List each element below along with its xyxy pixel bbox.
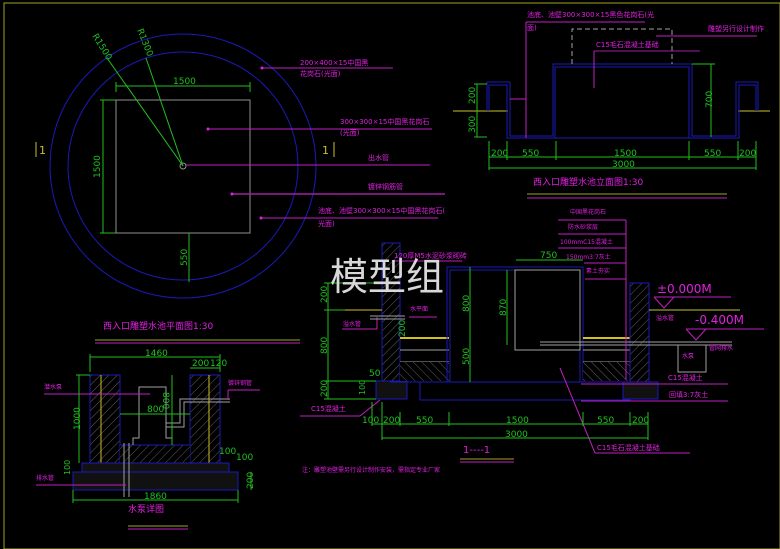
layer-callouts: 中国黑花岗石 防水砂浆层 100mmC15混凝土 150mm3:7灰土 素土夯实 [558,208,627,380]
callout-elev-base: C15毛石混凝土基础 [596,40,659,49]
sec-dim-small: 200 [398,320,408,337]
plan-view-title: 西入口雕塑水池平面图1:30 [103,320,213,332]
inner-circle [67,51,299,281]
elevation-view: 池底、池壁300×300×15黑色花岗石(光 面) 雕塑另行设计制作 C15毛石… [453,10,770,199]
callout-overflow-left: 溢水管 [343,320,361,328]
pump-dim-800h: 800 [147,405,164,415]
elev-dim-h-2: 550 [522,149,539,159]
elev-dim-h-5: 200 [739,149,756,159]
outer-circle [49,33,317,299]
elev-dim-total: 3000 [612,160,635,170]
callout-plan-1b: 花岗石(光面) [300,69,341,78]
elev-dim-h-4: 550 [704,149,721,159]
elev-dim-v-300: 300 [468,116,478,133]
layer-2: 防水砂浆层 [568,223,598,231]
callout-sculpture: 雕塑另行设计制作 [708,24,764,33]
elev-dim-v-700: 700 [705,91,715,108]
sec-dim-h-4: 1500 [506,416,529,426]
sec-dim-h-2: 200 [383,416,400,426]
callout-plan-2b: (光面) [340,128,360,137]
sump-box [677,344,707,373]
callout-plan-1a: 200×400×15中国黑 [300,58,368,67]
callout-plan-5a: 池底、池壁300×300×15中国黑花岗石( [318,206,445,215]
pump-dim-1860: 1860 [144,492,167,502]
sec-dim-v-1: 200 [320,286,330,303]
layer-4: 150mm3:7灰土 [566,253,611,261]
radius-line-outer [106,57,184,167]
layer-1: 中国黑花岗石 [570,208,606,216]
callout-drain: 排水管 [36,474,54,482]
pump-dim-1460: 1460 [145,349,168,359]
sec-dim-h-1: 100 [362,416,379,426]
dim-width: 1500 [173,77,196,87]
watermark: 模型组 [330,255,444,299]
elevation-view-title: 西入口雕塑水池立面图1:30 [533,176,643,188]
elev-dim-h-3: 1500 [614,149,637,159]
callout-elev-top-b: 面) [527,24,537,32]
callout-plan-2a: 300×300×15中国黑花岗石 [340,117,429,126]
right-wall [629,282,650,383]
callout-pipe-drain: 管网排水 [709,344,733,352]
sculpture-outline [571,28,673,64]
pump-dim-800v: 800 [160,392,170,409]
callout-lime-right: 回填3:7灰土 [669,390,708,399]
pump-dim-200: 200 [192,359,209,369]
sec-dim-v-500: 500 [462,348,472,365]
pump-dim-120: 120 [210,359,227,369]
sec-dim-v-3: 200 [320,380,330,397]
dim-offset: 550 [180,249,190,266]
pool-square [115,99,251,234]
radius-outer-label: R1500 [89,32,113,62]
sec-dim-v-2: 800 [320,337,330,354]
pump-dim-200v: 200 [246,472,256,489]
sec-dim-total: 3000 [505,430,528,440]
section-mark-right: 1 [322,144,329,157]
radius-line-inner [145,57,184,167]
elev-dim-h-1: 200 [491,149,508,159]
callout-plan-4: 镀锌钢筋管 [368,182,403,191]
callout-c15-right: C15混凝土 [668,373,703,382]
design-note: 注：雕塑池壁需另行设计制作安装，需指定专业厂家 [302,466,440,474]
outlet-pipe [179,162,187,170]
pump-dim-1000: 1000 [73,407,83,430]
layer-3: 100mmC15混凝土 [560,238,613,246]
section-view-title: 1----1 [463,445,490,456]
elevation-bottom: -0.400M [695,313,744,327]
sec-dim-100v: 100 [358,380,367,395]
dim-height: 1500 [93,155,103,178]
elevation-top: ±0.000M [657,282,712,296]
section-view: ±0.000M -0.400M 溢水管 管网排水 水泵 C15混凝土 回填3:7… [300,208,764,463]
callout-pump-right: 镀锌钢管 [228,379,252,387]
callout-c15-left: C15混凝土 [311,404,346,413]
radius-inner-label: R1300 [134,27,154,58]
plan-view: R1500 R1300 1500 1500 550 1 1 200×400×15… [35,27,445,344]
sec-dim-h-3: 550 [416,416,433,426]
sec-dim-50: 50 [369,369,381,379]
callout-foundation: C15毛石混凝土基础 [597,443,660,452]
drawing-frame [3,2,780,549]
pump-dim-100a: 100 [63,460,72,475]
elev-dim-v-200: 200 [468,87,478,104]
pump-dim-100c: 100 [236,453,253,463]
section-mark-left: 1 [39,144,46,157]
callout-wall: 120厚M5水泥砂浆砌砖 [394,251,467,260]
sec-dim-750: 750 [540,251,557,261]
callout-water-level: 水平面 [410,305,428,313]
sec-dim-h-6: 200 [632,416,649,426]
callout-overflow-right: 溢水管 [656,314,674,322]
pump-view-title: 水泵详图 [128,503,164,515]
callout-elev-top-a: 池底、池壁300×300×15黑色花岗石(光 [527,10,654,19]
sec-dim-h-5: 550 [597,416,614,426]
sec-dim-v-800: 800 [462,295,472,312]
pump-body [132,386,173,445]
callout-pump-left: 潜水泵 [44,383,62,391]
callout-plan-5b: 光面) [318,219,335,228]
callout-sump: 水泵 [682,352,694,360]
pump-detail-view: 潜水泵 镀锌钢管 排水管 1460 200 120 800 800 1000 1… [36,349,260,530]
layer-5: 素土夯实 [586,267,610,275]
pump-dim-100b: 100 [219,447,236,457]
sec-dim-870: 870 [499,299,509,316]
callout-plan-3: 出水管 [368,153,389,162]
